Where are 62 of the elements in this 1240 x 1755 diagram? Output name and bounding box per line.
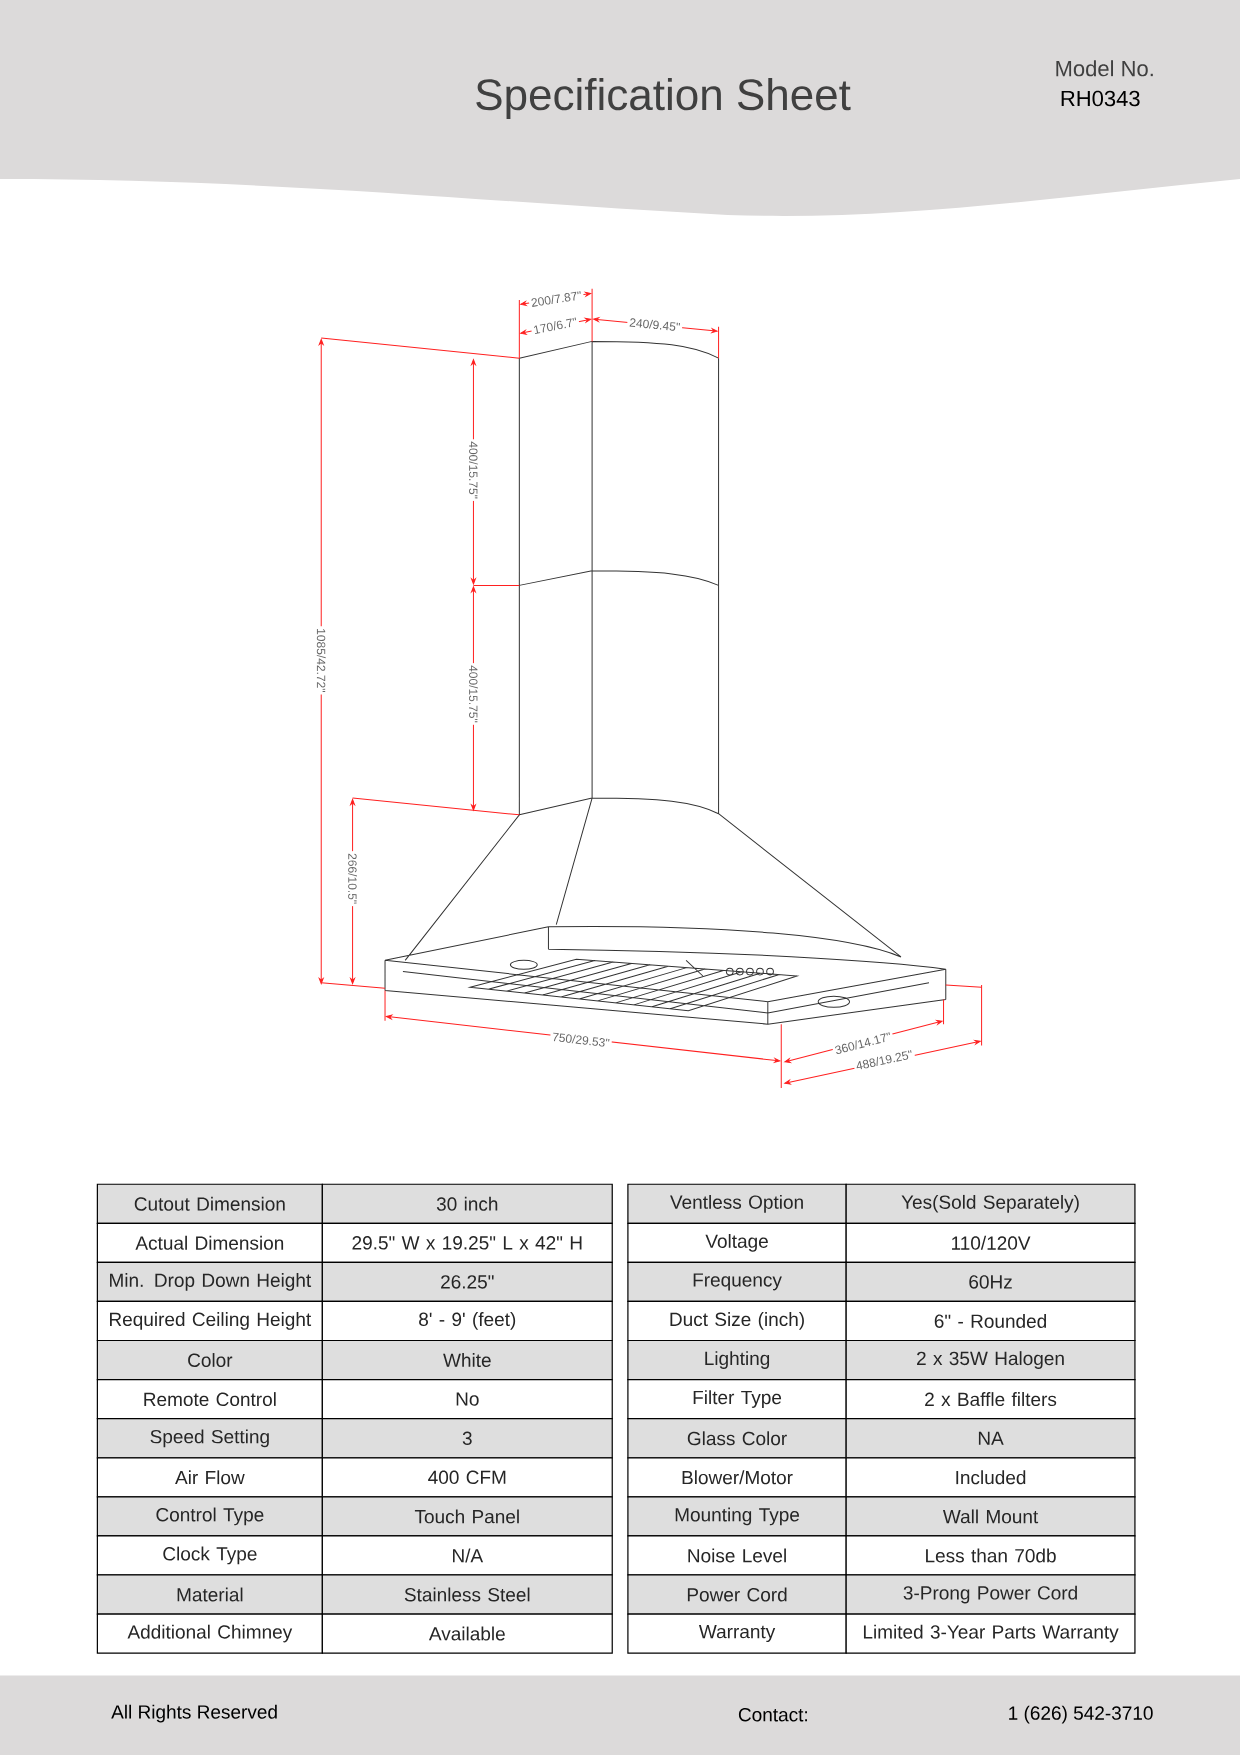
table-cell: Required Ceiling Height [96, 1300, 323, 1342]
dimension-label: 266/10.5" [346, 851, 359, 907]
table-cell: 6" - Rounded [845, 1300, 1136, 1342]
dimension-label: 400/15.75" [467, 439, 480, 501]
table-cell: Limited 3-Year Parts Warranty [845, 1613, 1136, 1654]
table-cell: 8' - 9' (feet) [321, 1300, 613, 1342]
table-cell: Less than 70db [845, 1535, 1136, 1576]
table-cell: Clock Type [96, 1535, 323, 1576]
table-cell: Control Type [96, 1496, 323, 1537]
table-cell: No [321, 1378, 613, 1420]
table-cell: Color [96, 1339, 323, 1381]
model-number: RH0343 [1061, 90, 1140, 107]
table-cell: Filter Type [627, 1378, 847, 1420]
footer-text: Contact: [738, 1708, 807, 1722]
table-cell: 2 x 35W Halogen [845, 1339, 1136, 1381]
table-cell: Mounting Type [627, 1496, 847, 1537]
dimension-label: 400/15.75" [467, 663, 480, 725]
table-cell: Touch Panel [321, 1496, 613, 1537]
table-cell: Yes(Sold Separately) [845, 1183, 1136, 1224]
table-cell: Glass Color [627, 1418, 847, 1459]
dimension-label: 1085/42.72" [314, 626, 328, 695]
table-cell: NA [845, 1418, 1136, 1459]
table-cell: 60Hz [845, 1261, 1136, 1303]
phone-number: 1 (626) 542-3710 [1009, 1705, 1153, 1724]
dimension-label: 240/9.45" [626, 315, 683, 334]
table-cell: 2 x Baffle filters [845, 1378, 1136, 1420]
model-label: Model No. [1056, 60, 1153, 77]
table-cell: Blower/Motor [627, 1457, 847, 1498]
table-cell: Available [321, 1613, 613, 1654]
table-cell: Duct Size (inch) [627, 1300, 847, 1342]
title: Specification Sheet [476, 77, 851, 119]
table-cell: Remote Control [96, 1378, 323, 1420]
table-cell: 110/120V [845, 1222, 1136, 1263]
table-cell: 400 CFM [321, 1457, 613, 1498]
table-cell: White [321, 1339, 613, 1381]
table-cell: 29.5" W x 19.25" L x 42" H [321, 1222, 613, 1263]
table-cell: Power Cord [627, 1574, 847, 1615]
dimension-label: 750/29.53" [549, 1030, 613, 1050]
table-cell: 3-Prong Power Cord [845, 1574, 1136, 1615]
table-cell: N/A [321, 1535, 613, 1576]
table-cell: 30 inch [321, 1183, 613, 1224]
table-cell: Actual Dimension [96, 1222, 323, 1263]
table-cell: 26.25" [321, 1261, 613, 1303]
table-cell: Frequency [627, 1261, 847, 1303]
table-cell: Material [96, 1574, 323, 1615]
table-cell: Ventless Option [627, 1183, 847, 1224]
table-cell: Air Flow [96, 1457, 323, 1498]
table-cell: Speed Setting [96, 1418, 323, 1459]
table-cell: Voltage [627, 1222, 847, 1263]
table-cell: Noise Level [627, 1535, 847, 1576]
table-cell: Min. Drop Down Height [96, 1261, 323, 1303]
dimension-label: 170/6.7" [530, 314, 581, 337]
table-cell: Lighting [627, 1339, 847, 1381]
footer-text: All Rights Reserved [111, 1704, 277, 1723]
table-cell: Warranty [627, 1613, 847, 1654]
table-cell: 3 [321, 1418, 613, 1459]
dimension-label: 200/7.87" [528, 288, 585, 310]
table-cell: Cutout Dimension [96, 1183, 323, 1224]
table-cell: Included [845, 1457, 1136, 1498]
table-cell: Stainless Steel [321, 1574, 613, 1615]
table-cell: Wall Mount [845, 1496, 1136, 1537]
table-cell: Additional Chimney [96, 1613, 323, 1654]
